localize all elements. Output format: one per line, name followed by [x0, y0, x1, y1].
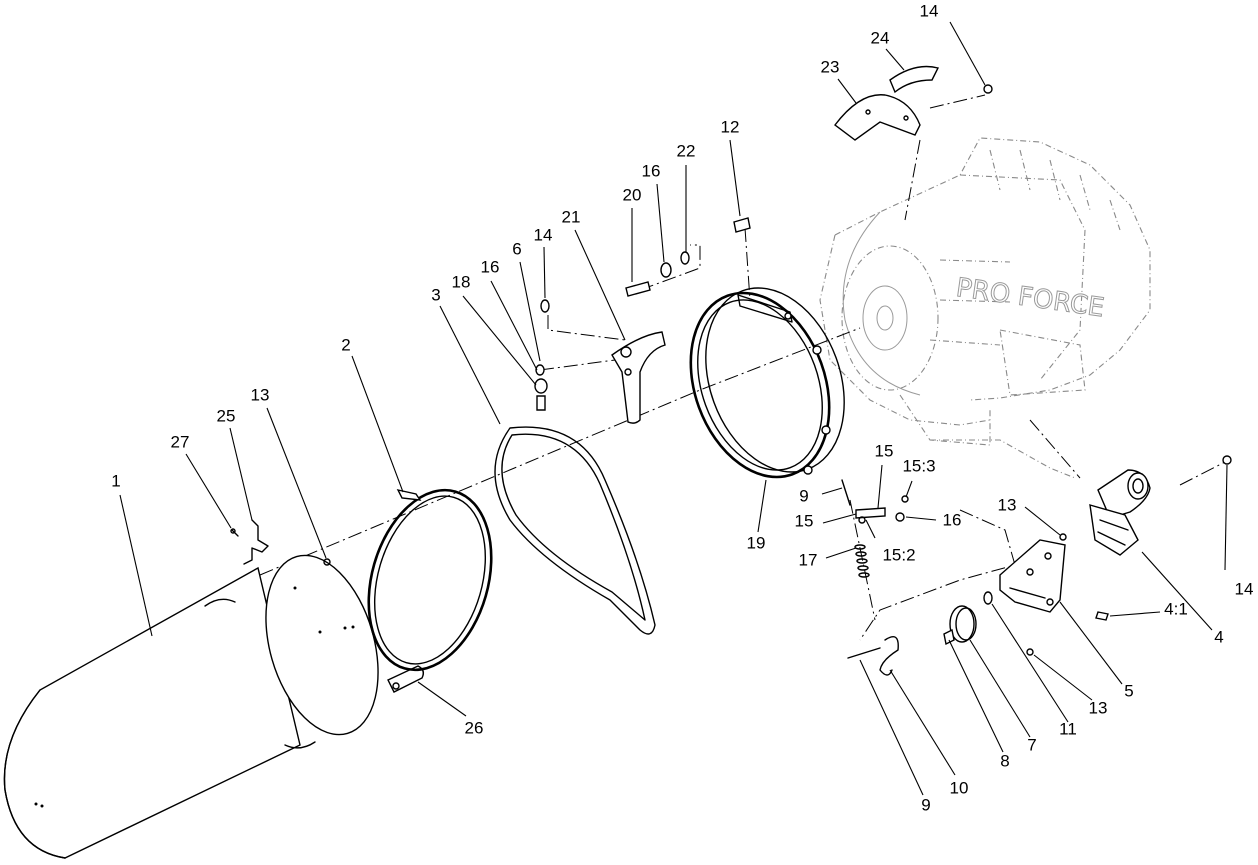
callout-24: 24 [871, 28, 890, 47]
callout-13-tube: 13 [251, 385, 270, 404]
part-13-nut-tube [323, 558, 331, 566]
part-13-nut-lower [1026, 648, 1034, 656]
callout-19: 19 [747, 533, 766, 552]
part-17-washers [854, 544, 870, 578]
part-9-bolt-lower [847, 647, 881, 659]
part-5-bracket [999, 539, 1066, 613]
callout-15-left: 15 [795, 511, 814, 530]
part-20-16-22-hardware [625, 251, 690, 297]
callout-10: 10 [950, 778, 969, 797]
callout-5: 5 [1124, 681, 1133, 700]
part-23-cover [834, 94, 921, 141]
callout-14-right: 14 [1235, 579, 1254, 598]
callout-18: 18 [452, 272, 471, 291]
housing-brand-text: PRO FORCE [954, 273, 1106, 323]
callout-16-top: 16 [642, 161, 661, 180]
callout-23: 23 [821, 57, 840, 76]
part-9-bolt-upper [841, 479, 851, 506]
callout-15-3: 15:3 [902, 456, 935, 475]
part-4-motor [1089, 469, 1151, 556]
part-1-discharge-tube [3, 554, 379, 859]
callout-21: 21 [562, 207, 581, 226]
callout-14-top: 14 [920, 1, 939, 20]
callout-12: 12 [721, 117, 740, 136]
part-11-spacer [983, 591, 993, 605]
callout-15-top: 15 [875, 441, 894, 460]
callout-20: 20 [623, 185, 642, 204]
callout-6: 6 [512, 239, 521, 258]
callout-3: 3 [431, 285, 440, 304]
part-14-nut-right [1222, 455, 1232, 465]
callout-8: 8 [1000, 751, 1009, 770]
part-3-seal [494, 426, 656, 635]
callout-9-lower: 9 [921, 795, 930, 814]
part-13-nut-right [1059, 533, 1067, 541]
callout-1: 1 [111, 471, 120, 490]
callout-13-lower: 13 [1089, 698, 1108, 717]
callout-13-right: 13 [998, 495, 1017, 514]
callout-15-2: 15:2 [882, 545, 915, 564]
callout-2: 2 [341, 335, 350, 354]
callouts: 1 2 3 4 4:1 5 6 7 8 9 9 10 11 12 13 13 1… [111, 1, 1253, 814]
callout-9-upper: 9 [799, 486, 808, 505]
blower-housing-ghost: PRO FORCE [819, 137, 1151, 479]
callout-17: 17 [799, 550, 818, 569]
part-4-1-screw [1095, 611, 1109, 621]
part-26-pin [387, 665, 425, 693]
callout-16-right: 16 [943, 510, 962, 529]
callout-26: 26 [465, 718, 484, 737]
part-21-deflector [611, 331, 666, 424]
callout-25: 25 [217, 406, 236, 425]
callout-11: 11 [1059, 719, 1077, 738]
part-15-link [855, 495, 909, 524]
callout-22: 22 [677, 141, 696, 160]
part-19-housing-ring [689, 287, 845, 479]
part-24-cover [889, 65, 940, 94]
leader-lines [119, 21, 1228, 796]
part-7-pulley [949, 605, 977, 643]
callout-16-left: 16 [481, 257, 500, 276]
assembly-lines [259, 94, 1226, 641]
part-14-nut-top [983, 84, 993, 94]
callout-7: 7 [1027, 735, 1036, 754]
callout-14-mid: 14 [534, 225, 553, 244]
part-14-16-6-18-hardware [534, 299, 550, 411]
part-12-screw [733, 217, 751, 233]
callout-4-1: 4:1 [1164, 599, 1188, 618]
callout-4: 4 [1214, 627, 1223, 646]
part-10-spring [879, 636, 899, 676]
part-25-27-hardware [230, 519, 269, 565]
part-8-nut [943, 628, 955, 646]
part-2-clamp-ring [367, 488, 493, 672]
callout-27: 27 [171, 432, 190, 451]
